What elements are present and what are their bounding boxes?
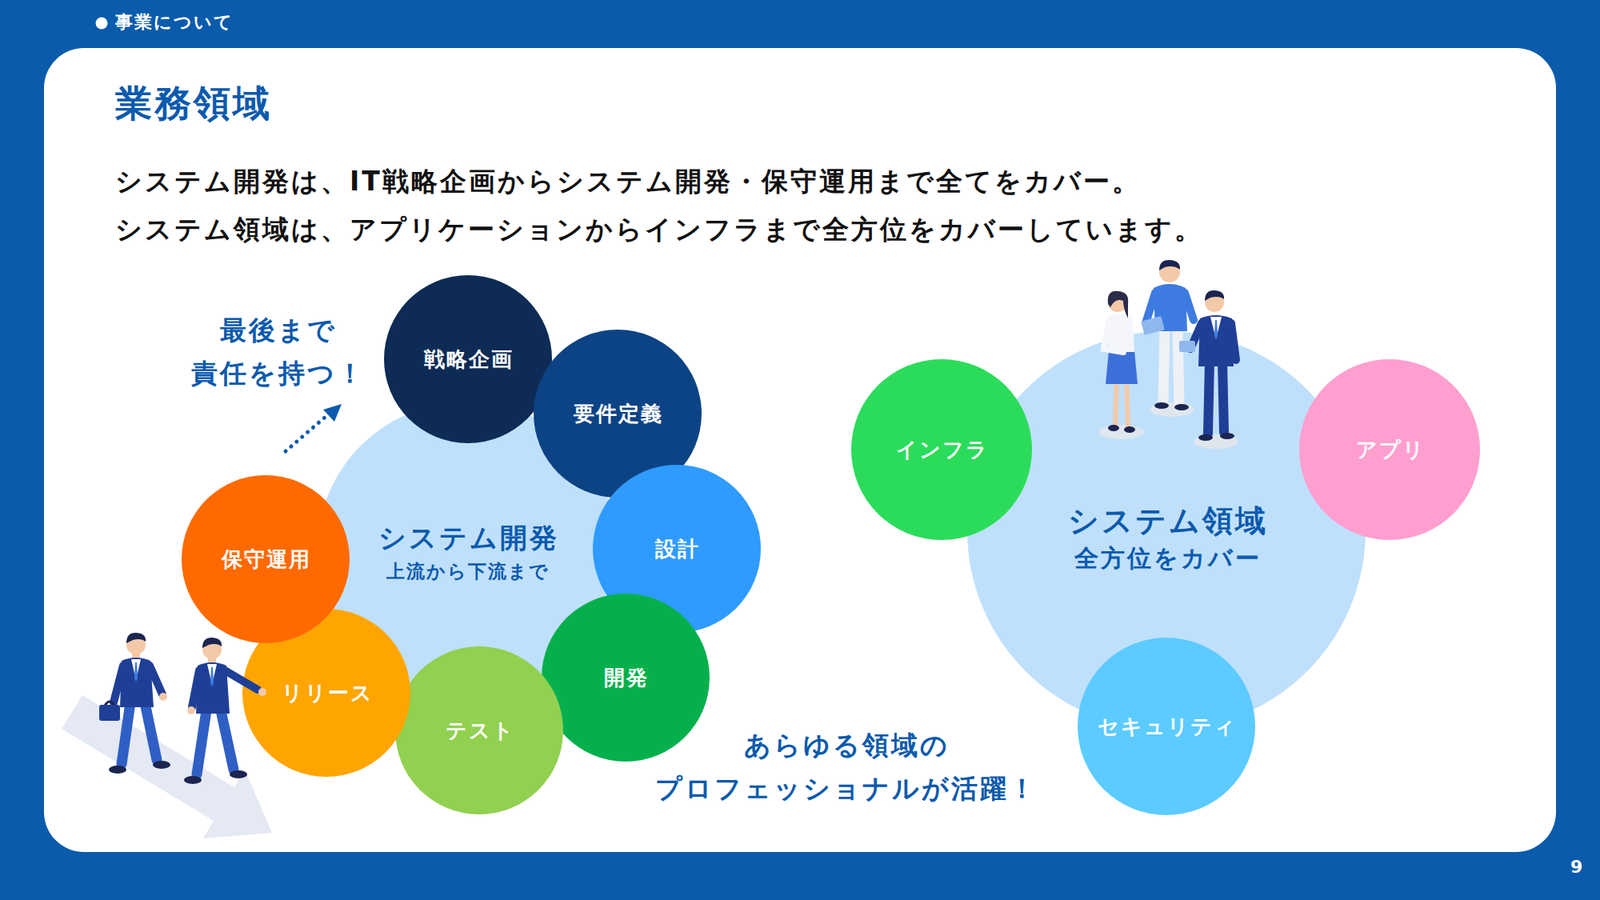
node-label: 設計 [653,536,700,563]
node-label: システム開発 [376,520,560,556]
text-line: 最後まで [191,308,366,352]
section-bullet [96,17,108,30]
section-label: 事業について [115,12,234,33]
phase-circle: 保守運用 [181,475,350,644]
node-label: 戦略企画 [422,346,514,373]
node-label: インフラ [894,436,989,464]
page-number: 9 [1570,856,1583,879]
callout-text: あらゆる領域の プロフェッショナルが活躍！ [652,724,1038,811]
callout-text: 最後まで 責任を持つ！ [188,308,366,396]
domain-circle: アプリ [1299,359,1480,540]
node-label: 要件定義 [572,400,664,428]
node-label: アプリ [1354,436,1426,464]
circle-fill [384,275,552,444]
node-label: セキュリティ [1096,713,1237,740]
standing-woman [1099,291,1144,440]
node-text-group: 開発 [541,593,710,762]
node-label: リリース [280,680,374,707]
node-sublabel: 全方位をカバー [1072,543,1262,574]
standing-man [1179,290,1239,449]
phase-circle: テスト [395,646,564,815]
node-sublabel: 上流から下流まで [384,560,550,584]
circle-fill [541,593,710,762]
domain-circle: インフラ [851,359,1032,540]
domain-circle: セキュリティ [1077,637,1256,816]
circle-fill [1299,359,1480,540]
walking-man [99,632,171,774]
node-text-group: 保守運用 [181,475,350,644]
text-line: あらゆる領域の [655,724,1038,768]
dotted-arrow [285,404,342,452]
ground-arrow [61,695,272,839]
circle-fill [395,646,564,815]
slide-title: 業務領域 [115,81,272,126]
circle-fill [851,359,1032,540]
standing-man [1140,260,1195,417]
circle-fill [1077,637,1256,816]
node-text-group: セキュリティ [1077,637,1256,816]
phase-circle: 戦略企画 [384,275,552,444]
node-text-group: 戦略企画 [384,275,552,444]
node-text-group: アプリ [1299,359,1480,540]
node-label: システム領域 [1065,502,1268,541]
node-label: 開発 [602,664,649,692]
node-text-group: テスト [395,646,564,815]
node-label: テスト [444,717,516,744]
body-text: システム領域は、アプリケーションからインフラまで全方位をカバーしています。 [115,212,1204,248]
phase-circle: 開発 [541,593,710,762]
node-label: 保守運用 [220,546,312,573]
walking-man [184,637,267,784]
text-line: 責任を持つ！ [191,352,366,396]
node-text-group: インフラ [851,359,1032,540]
body-text: システム開発は、IT戦略企画からシステム開発・保守運用まで全てをカバー。 [115,164,1141,200]
circle-fill [181,475,350,644]
text-line: プロフェッショナルが活躍！ [655,767,1038,811]
